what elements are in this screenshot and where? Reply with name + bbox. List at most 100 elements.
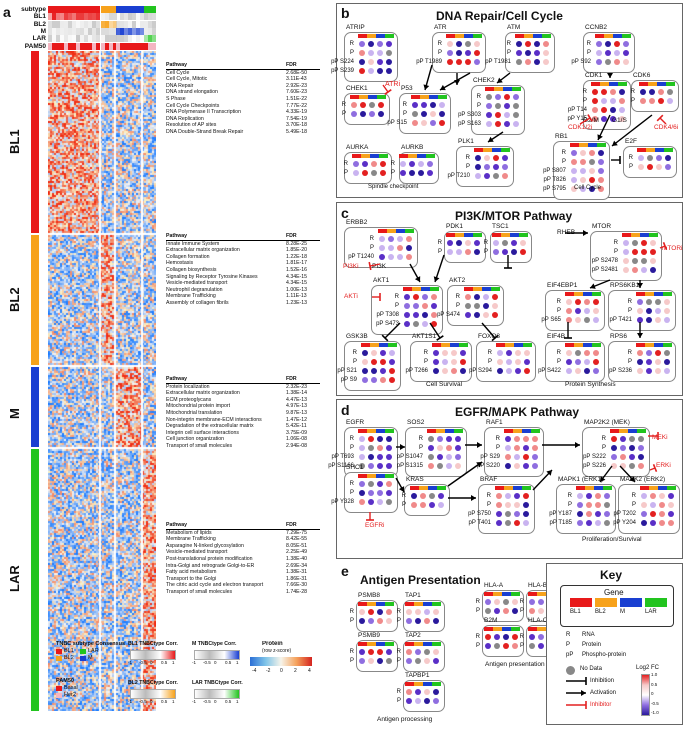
corr-legend-title: BL1 TNBCtype Corr.	[128, 641, 178, 647]
annotation-cell	[101, 35, 105, 43]
fold-change-dot	[502, 155, 508, 161]
fold-change-dot	[495, 112, 501, 118]
row-label: R	[455, 294, 460, 300]
fold-change-dot	[475, 155, 481, 161]
fold-change-dot	[523, 502, 529, 508]
fold-change-dot	[598, 186, 604, 192]
row-label: R	[437, 41, 442, 47]
fold-change-dot	[577, 511, 583, 517]
subtype-strip	[376, 34, 385, 38]
annotation-cell	[80, 13, 84, 21]
corr-tick: 1	[172, 699, 175, 704]
gene-name: RAF1	[486, 419, 503, 426]
subtype-strip	[528, 592, 537, 596]
pathway-name: Cell Cycle, Mitotic	[166, 76, 208, 83]
fold-change-dot	[362, 170, 368, 176]
annotation-cell	[148, 13, 152, 21]
annotation-cell	[56, 27, 60, 35]
fold-change-dot	[543, 50, 549, 56]
annotation-cell	[76, 35, 80, 43]
fdr-header: FDR	[286, 233, 297, 239]
fold-change-dot	[388, 236, 394, 242]
fold-change-dot	[484, 173, 490, 179]
fold-change-dot	[368, 68, 374, 74]
row-label: pP T266	[405, 368, 428, 374]
fold-change-dot	[446, 445, 452, 451]
pathway-name: DNA Repair	[166, 82, 194, 89]
fold-change-dot	[532, 463, 538, 469]
panel-d-letter: d	[341, 402, 350, 418]
panel-c-letter: c	[341, 205, 349, 221]
fold-change-dot	[512, 608, 518, 614]
gene-name: CDK6	[633, 72, 651, 79]
fold-change-dot	[529, 608, 535, 614]
subtype-strip	[576, 486, 585, 490]
pathway-name: Mitochondrial protein import	[166, 403, 231, 410]
fold-change-dot	[623, 258, 629, 264]
row-label: pP S220	[477, 463, 500, 469]
fold-change-dot	[604, 502, 610, 508]
row-label: pP S795	[543, 186, 566, 192]
annotation-cell	[92, 42, 96, 50]
fold-change-dot	[638, 454, 644, 460]
annotation-cell	[68, 42, 72, 50]
annotation-cell	[88, 35, 92, 43]
gene-name: AKT1S1	[412, 333, 437, 340]
row-label: R	[556, 350, 561, 356]
fold-change-dot	[404, 321, 410, 327]
annotation-cell	[120, 35, 124, 43]
fold-change-dot	[505, 463, 511, 469]
pathway-edge	[611, 114, 653, 147]
gene-name: PDK1	[446, 223, 463, 230]
subtype-strip	[428, 486, 437, 490]
row-label: R	[627, 350, 632, 356]
fold-change-dot	[474, 303, 480, 309]
subtype-strip	[645, 292, 654, 296]
subtype-strip	[450, 343, 459, 347]
annotation-cell	[88, 6, 92, 13]
corr-tick: 0.5	[225, 660, 232, 665]
process-label: Protein Synthesis	[565, 381, 616, 388]
arrow-head	[433, 276, 440, 282]
row-label: pP T308	[376, 312, 399, 318]
inhibitor-label: PI3Ki	[343, 263, 359, 270]
fold-change-dot	[646, 350, 652, 356]
pathway-fdr: 1.06E-08	[286, 436, 308, 443]
fold-change-dot	[424, 649, 430, 655]
fold-change-dot	[596, 59, 602, 65]
annotation-cell	[92, 6, 96, 13]
fold-change-dot	[442, 350, 448, 356]
fold-change-dot	[406, 618, 412, 624]
fold-change-dot	[655, 317, 661, 323]
pathway-name: Metabolism of lipids	[166, 529, 212, 536]
gene-name: HLA-A	[484, 582, 504, 589]
annotation-cell	[56, 35, 60, 43]
pathway-header: Pathway	[166, 233, 188, 239]
inhibitor-label: ERKi	[656, 462, 671, 469]
pathway-name: Transport of small molecules	[166, 588, 233, 595]
row-label: R	[352, 350, 357, 356]
fold-change-dot	[359, 50, 365, 56]
annotation-cell	[72, 35, 76, 43]
fold-change-dot	[431, 312, 437, 318]
fold-change-dot	[504, 121, 510, 127]
pathway-edge	[384, 322, 401, 339]
fold-change-dot	[439, 102, 445, 108]
gene-name: EIF4EBP1	[547, 282, 578, 289]
fold-change-dot	[629, 454, 635, 460]
consensus-item: M	[88, 655, 93, 661]
fold-change-dot	[428, 436, 434, 442]
fold-change-dot	[483, 303, 489, 309]
fold-change-dot	[589, 159, 595, 165]
panel-a-letter: a	[3, 4, 11, 20]
fold-change-dot	[465, 312, 471, 318]
corr-tick: 0	[214, 660, 217, 665]
fold-change-dot	[592, 98, 598, 104]
subtype-strip	[370, 154, 379, 158]
annotation-cell	[64, 13, 68, 21]
pathway-name: Non-integrin membrane-ECM interactions	[166, 416, 262, 423]
fold-change-dot	[515, 350, 521, 356]
fold-change-dot	[512, 599, 518, 605]
fold-change-dot	[493, 173, 499, 179]
